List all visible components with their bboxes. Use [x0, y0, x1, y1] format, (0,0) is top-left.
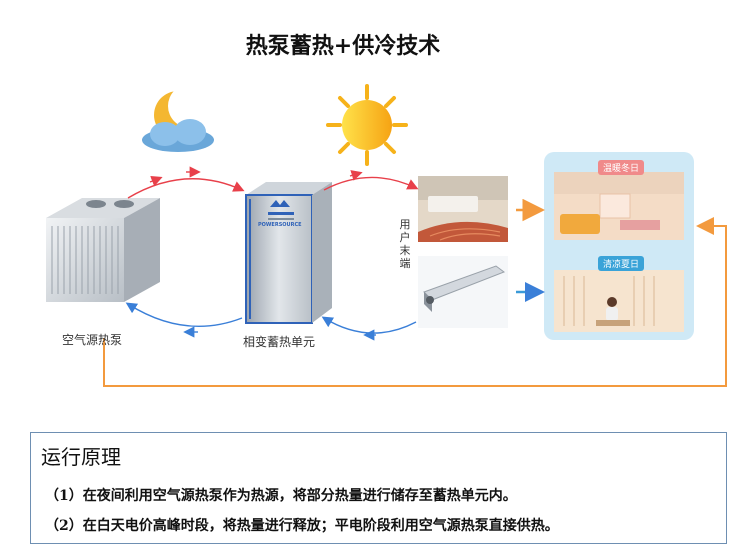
principle-line-2: （2）在白天电价高峰时段，将热量进行释放；平电阶段利用空气源热泵直接供热。	[45, 518, 559, 534]
system-diagram	[46, 84, 727, 387]
user-terminal-char: 端	[399, 257, 411, 270]
user-terminal-char: 用	[399, 218, 411, 231]
heat-pump-label: 空气源热泵	[62, 333, 123, 347]
cool-scene-label: 清凉夏日	[598, 256, 645, 271]
page-title: 热泵蓄热+供冷技术	[245, 33, 441, 59]
floor-heating-photo	[418, 176, 508, 242]
fan-coil-photo	[418, 256, 508, 328]
unit-brand-text: POWERSOURCE	[258, 222, 302, 228]
principle-line-1: （1）在夜间利用空气源热泵作为热源，将部分热量进行储存至蓄热单元内。	[45, 488, 517, 504]
heat-pump-unit	[46, 198, 160, 302]
user-terminal-char: 户	[399, 231, 411, 244]
principle-box: 运行原理 （1）在夜间利用空气源热泵作为热源，将部分热量进行储存至蓄热单元内。 …	[30, 432, 727, 544]
user-terminal-label: 用 户 末 端	[399, 218, 411, 270]
storage-unit-label: 相变蓄热单元	[243, 335, 316, 349]
storage-unit	[245, 182, 332, 324]
principle-title: 运行原理	[41, 445, 121, 469]
return-loop-line	[103, 217, 727, 387]
supply-flow-arrows	[127, 166, 419, 199]
moon-cloud-icon	[142, 84, 214, 152]
scene-panel	[544, 152, 694, 340]
user-terminal-char: 末	[399, 244, 411, 257]
sun-icon	[326, 84, 408, 166]
warm-scene-label: 温暖冬日	[598, 160, 645, 175]
return-flow-arrows	[125, 302, 417, 341]
